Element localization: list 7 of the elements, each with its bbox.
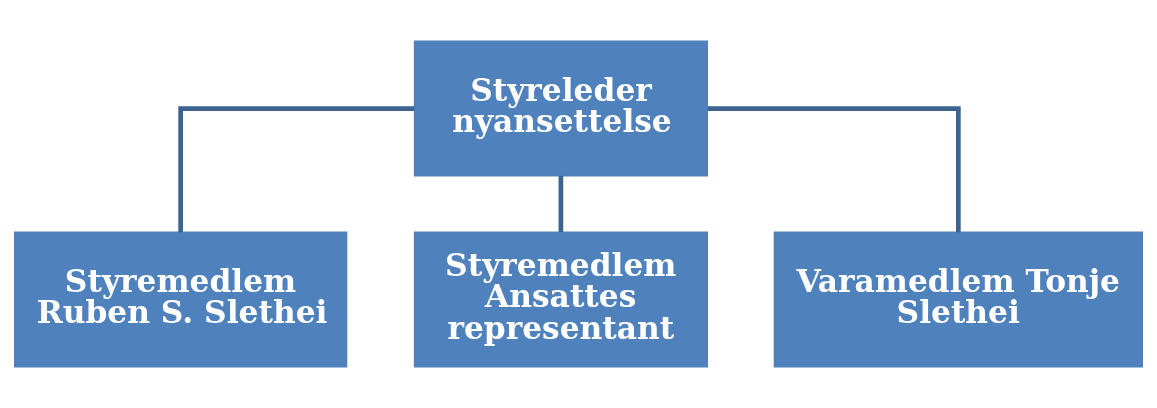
node-box: Varamedlem Tonje Slethei <box>773 231 1143 368</box>
node-box: Styremedlem Ansattes representant <box>413 231 708 368</box>
connector <box>178 106 415 233</box>
node-box: Styreleder nyansettelse <box>413 40 708 177</box>
connector <box>707 106 961 233</box>
node-box: Styremedlem Ruben S. Slethei <box>14 231 348 368</box>
connector <box>558 175 564 233</box>
